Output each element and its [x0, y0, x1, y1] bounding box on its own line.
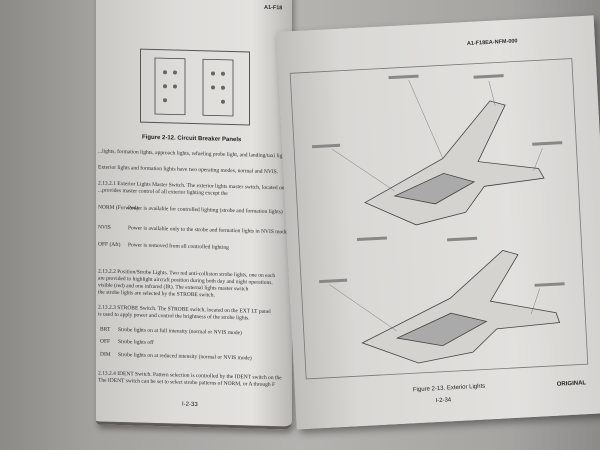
exterior-lights-diagram	[289, 58, 589, 380]
circuit-breaker-illustration	[140, 48, 250, 126]
switch-position: OFF	[100, 338, 111, 345]
right-header: A1-F18EA-NFM-000	[466, 38, 518, 48]
right-page: A1-F18EA-NFM-000 Figure 2-13. Exterior L…	[276, 15, 600, 430]
switch-desc: Strobe lights on at full intensity (norm…	[118, 327, 242, 337]
switch-position: BRT	[100, 326, 111, 333]
switch-position: NVIS	[98, 224, 111, 231]
switch-desc: Power is removed from all controlled lig…	[128, 242, 229, 251]
switch-desc: Strobe lights on at reduced intensity (n…	[118, 352, 252, 362]
switch-position: OFF (Aft)	[98, 241, 121, 249]
page-number: I-2-33	[182, 401, 198, 409]
switch-position: DIM	[100, 351, 111, 358]
figure-caption: Figure 2-12. Circuit Breaker Panels	[142, 134, 242, 144]
footer-original: ORIGINAL	[556, 380, 587, 388]
switch-desc: Strobe lights off	[118, 339, 154, 346]
text-line: is used to apply power and control the b…	[98, 311, 250, 322]
aircraft-bottom-view-icon	[361, 249, 561, 364]
switch-desc: Power is available for controlled lighti…	[128, 205, 283, 216]
left-header: A1-F18	[264, 4, 283, 12]
circuit-breaker-panels-icon	[154, 57, 234, 117]
text-line: the strobe lights are selected by the ST…	[98, 289, 215, 299]
left-page: A1-F18 Figure 2-12. Circuit Breaker Pane…	[96, 0, 292, 430]
aircraft-top-view-icon	[364, 100, 545, 226]
switch-desc: Power is available only to the strobe an…	[128, 225, 289, 236]
text-line: Exterior lights and formation lights hav…	[98, 164, 279, 176]
text-line: ...provides master control of all exteri…	[98, 187, 228, 197]
text-line: ...lights, formation lights, approach li…	[98, 148, 289, 160]
figure-caption: Figure 2-13. Exterior Lights	[412, 383, 486, 394]
page-number: I-2-34	[435, 397, 452, 405]
